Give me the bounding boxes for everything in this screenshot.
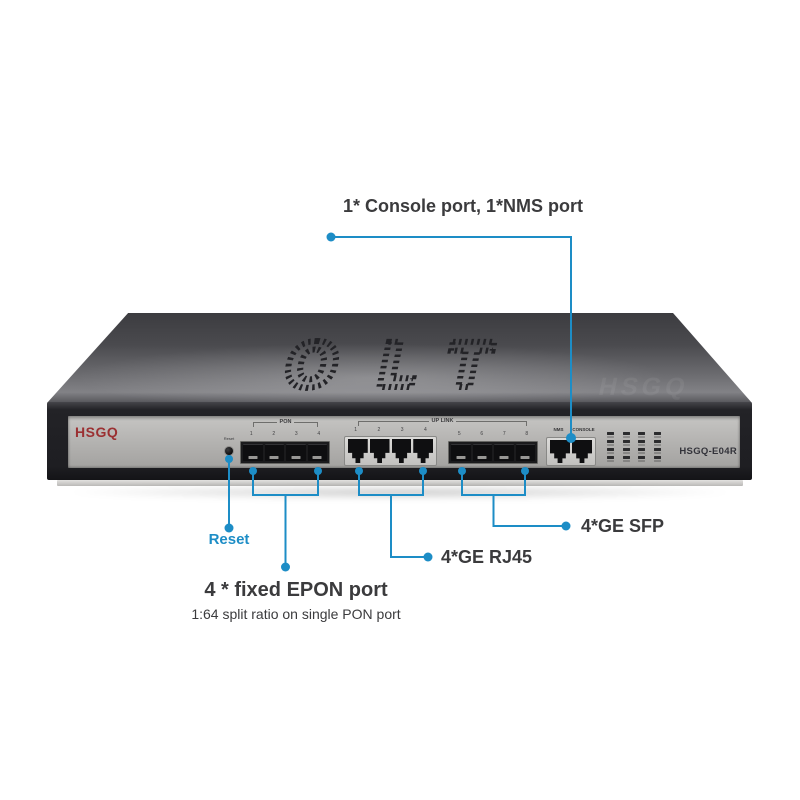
uplink-group-bracket: UP LINK bbox=[358, 418, 527, 426]
uplink-sfp-port-6 bbox=[472, 444, 492, 461]
pon-sfp-port-2 bbox=[264, 444, 284, 461]
pon-port-numbers: 1 2 3 4 bbox=[240, 431, 330, 437]
annotation-epon-subtitle: 1:64 split ratio on single PON port bbox=[191, 606, 401, 622]
reset-button bbox=[225, 447, 233, 455]
pon-group-label: PON bbox=[279, 419, 292, 425]
mgmt-labels: NMS CONSOLE bbox=[546, 427, 596, 433]
pon-port-number: 1 bbox=[249, 431, 253, 437]
device-bottom-edge bbox=[57, 480, 743, 486]
annotation-sfp: 4*GE SFP bbox=[581, 516, 665, 536]
model-label: HSGQ-E04R bbox=[679, 446, 737, 457]
pon-port-number: 4 bbox=[317, 431, 321, 437]
uplink-sfp-number: 7 bbox=[502, 431, 506, 437]
device-front-bezel: HSGQ Reset PON 1 2 3 4 bbox=[47, 402, 752, 480]
uplink-rj45-port-1 bbox=[348, 439, 368, 463]
uplink-sfp-port-7 bbox=[494, 444, 514, 461]
led-indicator bbox=[637, 448, 647, 456]
uplink-rj45-port-4 bbox=[413, 439, 433, 463]
uplink-rj45-number: 2 bbox=[377, 427, 381, 433]
uplink-sfp-port-5 bbox=[451, 444, 471, 461]
pon-sfp-port-3 bbox=[286, 444, 306, 461]
uplink-sfp-port-8 bbox=[515, 444, 535, 461]
led-indicator bbox=[622, 432, 632, 440]
device-front-panel: HSGQ Reset PON 1 2 3 4 bbox=[68, 416, 740, 468]
pon-group-bracket: PON bbox=[253, 419, 319, 427]
uplink-sfp-number: 6 bbox=[480, 431, 484, 437]
top-embossed-brand: HSGQ bbox=[596, 373, 692, 401]
console-label: CONSOLE bbox=[572, 427, 595, 432]
reset-button-area: Reset bbox=[217, 436, 241, 460]
uplink-sfp-numbers: 5 6 7 8 bbox=[448, 431, 538, 437]
pon-port-number: 3 bbox=[294, 431, 298, 437]
led-indicator-grid bbox=[606, 432, 662, 464]
led-indicator bbox=[653, 448, 663, 456]
uplink-rj45-port-3 bbox=[391, 439, 412, 463]
brand-logo: HSGQ bbox=[75, 424, 119, 440]
device-top-face: OLT HSGQ bbox=[47, 313, 752, 403]
uplink-group-label: UP LINK bbox=[431, 418, 454, 424]
led-indicator bbox=[606, 432, 616, 440]
mgmt-port-cage bbox=[546, 437, 596, 466]
vent-olt-glyphs: OLT bbox=[278, 330, 538, 402]
led-indicator bbox=[622, 440, 632, 448]
annotation-epon-title: 4 * fixed EPON port bbox=[204, 579, 388, 601]
uplink-rj45-numbers: 1 2 3 4 bbox=[344, 427, 437, 433]
pon-sfp-cage bbox=[240, 441, 330, 464]
uplink-sfp-number: 8 bbox=[525, 431, 529, 437]
device-shadow bbox=[70, 487, 730, 500]
led-indicator bbox=[637, 432, 647, 440]
annotation-rj45: 4*GE RJ45 bbox=[441, 547, 533, 567]
console-port bbox=[572, 440, 592, 463]
reset-micro-label: Reset bbox=[223, 436, 235, 441]
led-indicator bbox=[622, 448, 632, 456]
led-indicator bbox=[653, 456, 663, 464]
uplink-sfp-cage bbox=[448, 441, 538, 464]
led-indicator bbox=[653, 440, 663, 448]
uplink-rj45-number: 1 bbox=[354, 427, 358, 433]
led-indicator bbox=[622, 456, 632, 464]
led-indicator bbox=[606, 456, 616, 464]
pon-sfp-port-1 bbox=[243, 444, 263, 461]
annotation-reset: Reset bbox=[208, 531, 250, 548]
uplink-rj45-number: 4 bbox=[423, 427, 427, 433]
uplink-sfp-number: 5 bbox=[457, 431, 461, 437]
pon-port-number: 2 bbox=[272, 431, 276, 437]
led-indicator bbox=[606, 448, 616, 456]
annotation-console-nms: 1* Console port, 1*NMS port bbox=[342, 196, 584, 216]
uplink-rj45-number: 3 bbox=[400, 427, 404, 433]
pon-sfp-port-4 bbox=[307, 444, 327, 461]
nms-label: NMS bbox=[553, 427, 564, 432]
led-indicator bbox=[637, 456, 647, 464]
led-indicator bbox=[653, 432, 663, 440]
uplink-rj45-port-2 bbox=[369, 439, 390, 463]
nms-port bbox=[550, 440, 570, 463]
led-indicator bbox=[637, 440, 647, 448]
led-indicator bbox=[606, 440, 616, 448]
uplink-rj45-cage bbox=[344, 436, 437, 466]
